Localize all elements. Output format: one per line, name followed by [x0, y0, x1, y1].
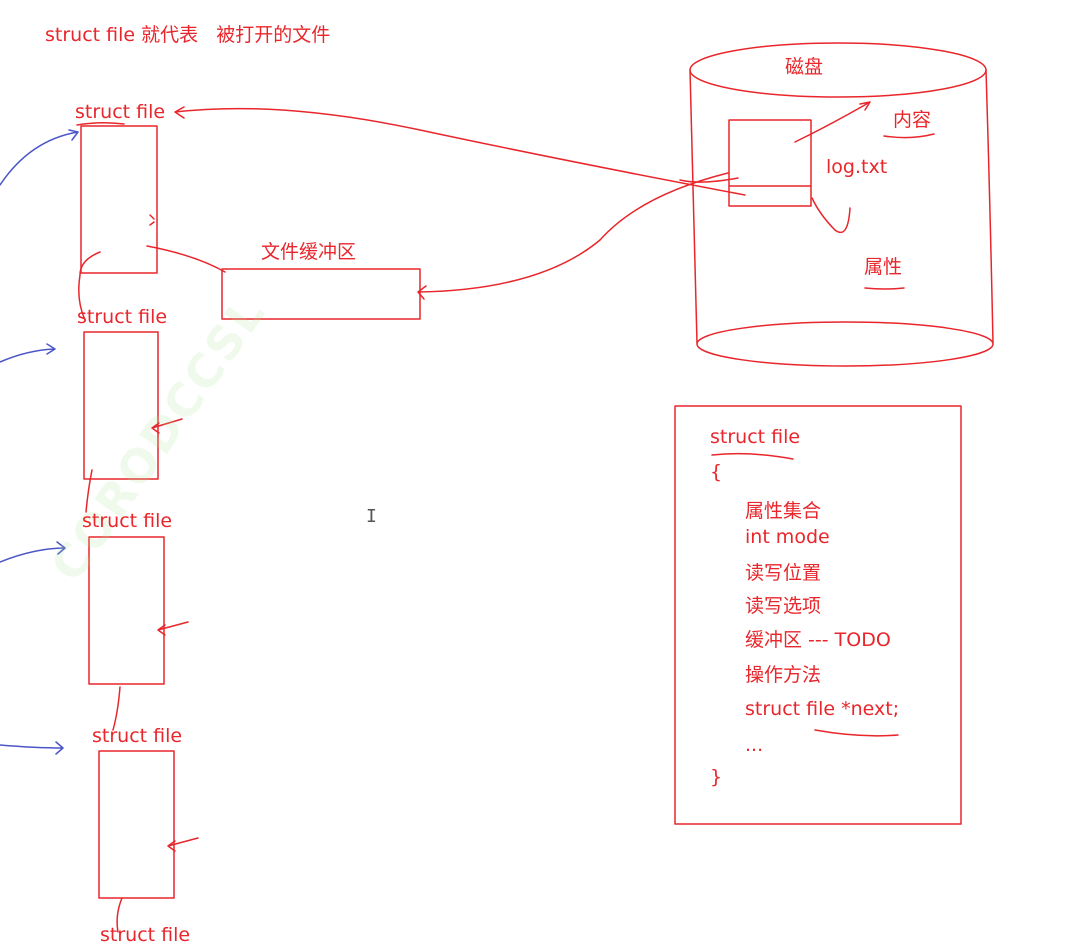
struct-label-underline [76, 121, 125, 126]
code-line-close-brace: } [710, 766, 723, 788]
inner-arrow-3 [157, 621, 189, 636]
disk-top [689, 42, 987, 98]
inner-arrow-1 [149, 214, 155, 226]
attr-underline [864, 287, 905, 290]
disk-title: 磁盘 [785, 56, 824, 78]
incoming-arrow-2 [0, 343, 56, 363]
inner-arrow-2 [151, 418, 183, 434]
content-label: 内容 [893, 109, 932, 131]
code-line-ops: 操作方法 [745, 664, 822, 686]
struct-box-2 [83, 331, 159, 480]
disk-bottom [696, 321, 994, 367]
incoming-arrow-4 [0, 741, 64, 755]
incoming-arrow-1 [0, 129, 79, 186]
next-link-4 [116, 897, 123, 933]
code-line-ellipsis: ... [745, 734, 764, 756]
log-file-box [728, 119, 812, 207]
code-box [674, 405, 962, 825]
code-line-rw-pos: 读写位置 [745, 562, 822, 584]
struct-box-3 [88, 536, 165, 685]
code-line-open-brace: { [710, 461, 723, 483]
inner-arrow-4 [167, 837, 199, 852]
buffer-label: 文件缓冲区 [261, 241, 357, 263]
code-line-mode: int mode [745, 526, 830, 548]
next-link-2 [85, 469, 93, 513]
incoming-arrow-3 [0, 541, 66, 563]
code-line-attrs: 属性集合 [745, 500, 822, 522]
code-line-buffer: 缓冲区 --- TODO [745, 629, 891, 651]
code-next-underline [814, 729, 899, 737]
struct-label-4: struct file [92, 725, 183, 747]
text-cursor-icon: I [366, 506, 377, 527]
struct-label-3: struct file [82, 510, 173, 532]
content-underline [883, 133, 935, 139]
disk-left-side [689, 69, 698, 344]
struct-label-5: struct file [100, 924, 191, 946]
attr-label: 属性 [864, 256, 903, 278]
code-line-struct: struct file [710, 426, 801, 448]
struct-box-4 [98, 750, 175, 899]
code-line-next: struct file *next; [745, 698, 900, 720]
struct-label-1: struct file [75, 101, 166, 123]
next-link-1 [78, 251, 101, 321]
disk-to-struct-arrow [174, 106, 746, 196]
disk-to-buffer-arrow [417, 172, 729, 300]
disk-right-side [985, 69, 994, 344]
struct-label-2: struct file [77, 306, 168, 328]
struct-box-1 [80, 125, 158, 274]
next-link-3 [112, 686, 121, 731]
attr-arrow [811, 197, 851, 234]
code-title-underline [711, 452, 794, 460]
buffer-to-struct-line [146, 245, 226, 273]
disk-cross-stroke [679, 177, 739, 183]
diagram-heading: struct file 就代表 被打开的文件 [45, 24, 331, 46]
log-file-name: log.txt [826, 156, 888, 178]
content-arrow [794, 101, 871, 143]
code-line-rw-opts: 读写选项 [745, 595, 822, 617]
